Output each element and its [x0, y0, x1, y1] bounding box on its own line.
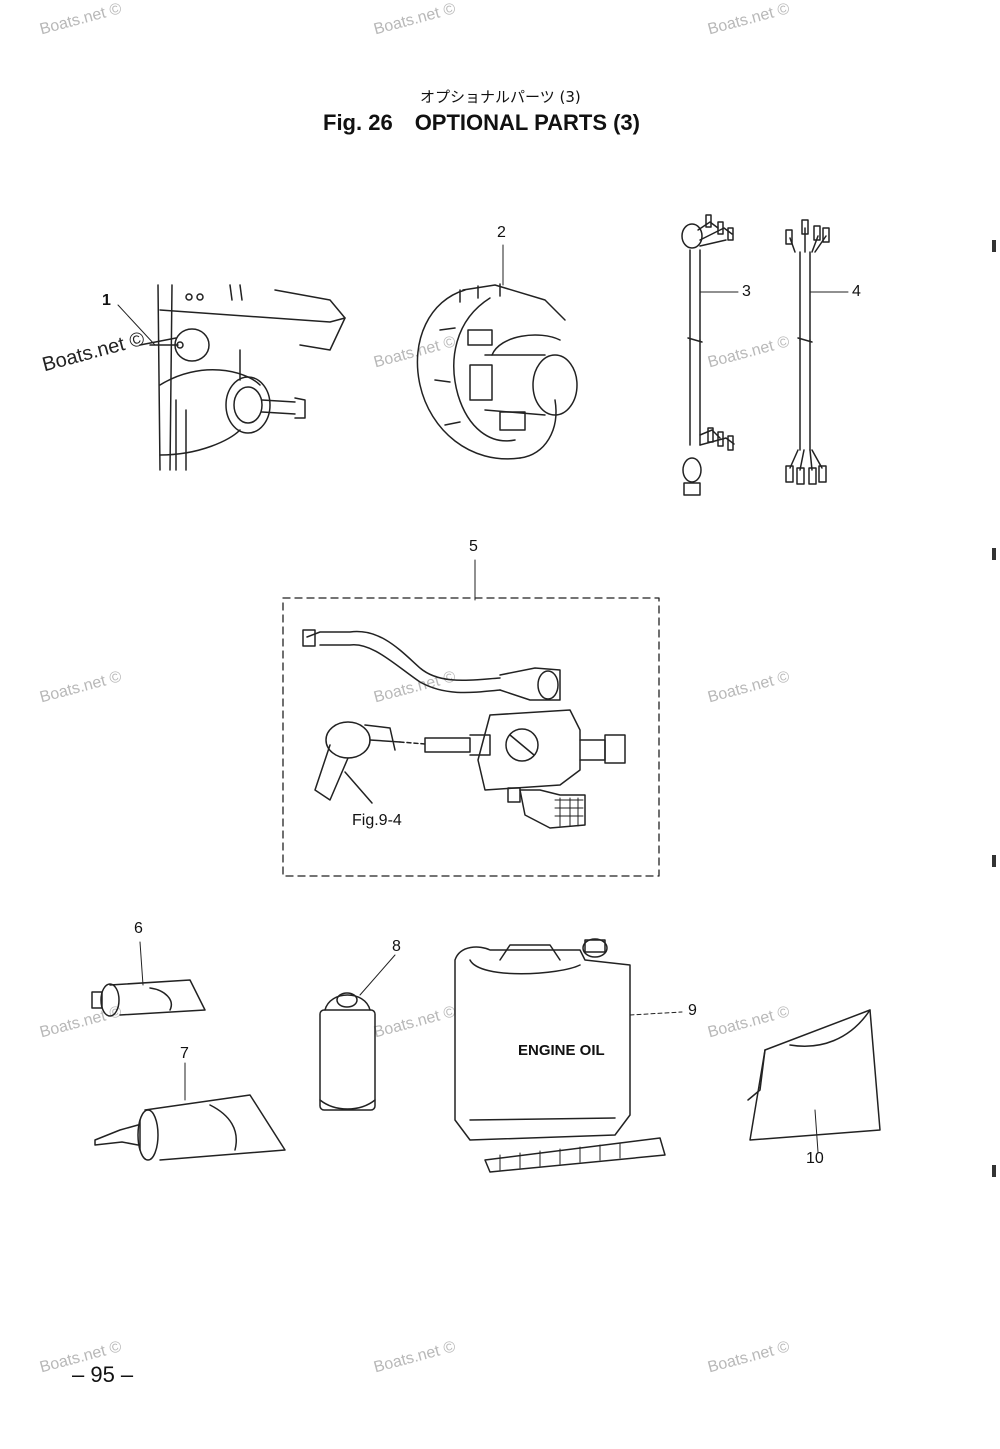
- part-7-grease-tube-large: [94, 1094, 286, 1161]
- engine-oil-label: ENGINE OIL: [518, 1042, 605, 1059]
- leader-lines: [117, 244, 849, 1153]
- callout-2: 2: [497, 224, 506, 241]
- title-japanese: オプショナルパーツ (3): [420, 88, 581, 106]
- callout-4: 4: [852, 283, 861, 300]
- page-number: – 95 –: [72, 1362, 134, 1387]
- callout-7: 7: [180, 1045, 189, 1062]
- edge-mark: [992, 240, 996, 252]
- callout-10: 10: [806, 1150, 824, 1167]
- figure-number: Fig. 26: [323, 110, 393, 135]
- part-5-remote-control-kit: [282, 597, 660, 877]
- figure-title: Fig. 26 OPTIONAL PARTS (3): [323, 110, 640, 136]
- part-6-grease-tube-small: [91, 979, 206, 1017]
- edge-mark: [992, 1165, 996, 1177]
- part-1-lower-unit-anode: [139, 284, 346, 471]
- callout-9: 9: [688, 1002, 697, 1019]
- part-8-spray-can: [319, 992, 376, 1111]
- callout-8: 8: [392, 938, 401, 955]
- edge-mark: [992, 548, 996, 560]
- part-4-extension-harness: [785, 219, 830, 485]
- part-9-engine-oil-can: [454, 938, 666, 1173]
- callout-1: 1: [102, 292, 111, 309]
- edge-mark: [992, 855, 996, 867]
- callout-6: 6: [134, 920, 143, 937]
- part-10-bag: [747, 1009, 881, 1141]
- callout-5: 5: [469, 538, 478, 555]
- cross-reference-label: Fig.9-4: [352, 812, 402, 829]
- figure-title-text: OPTIONAL PARTS (3): [414, 110, 640, 135]
- callout-3: 3: [742, 283, 751, 300]
- part-2-flywheel-cover: [416, 283, 578, 460]
- part-3-wiring-harness: [681, 214, 735, 496]
